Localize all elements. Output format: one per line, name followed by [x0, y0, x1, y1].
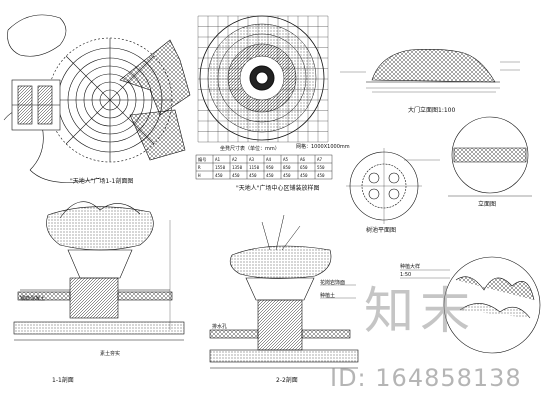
table-header-cell: A1 — [215, 157, 221, 162]
table-cell: 450 — [232, 173, 240, 178]
table-header-cell: 编号 — [198, 156, 206, 163]
table-cell: 450 — [283, 173, 291, 178]
table-header-cell: A2 — [232, 157, 238, 162]
plan-title: "天地人"广场1-1剖面图 — [70, 177, 133, 185]
section-b-title: 2-2剖面 — [276, 376, 298, 384]
table-cell: 1150 — [249, 165, 260, 170]
circle-elevation — [448, 116, 532, 197]
table-header-cell: A7 — [317, 157, 323, 162]
table-cell: 850 — [283, 165, 291, 170]
grid-plan-title: "天地人"广场中心区铺装放样图 — [236, 184, 320, 192]
detail-title: 种植大样 — [400, 263, 420, 270]
planting-detail — [400, 256, 541, 354]
watermark-logo: 知末 — [364, 282, 476, 340]
section-1-1 — [13, 201, 185, 341]
circle-elev-title: 立面图 — [478, 200, 496, 208]
dimension-table: 坐凳尺寸表（单位：mm） 编号 A1 A2 A3 A4 A5 A6 A7R 1550 1350 11… — [195, 145, 333, 180]
table-title: 坐凳尺寸表（单位：mm） — [220, 145, 280, 152]
table-cell: 450 — [215, 173, 223, 178]
table-cell: 450 — [317, 173, 325, 178]
elevation-title: 大门立面图1:100 — [408, 106, 455, 114]
section-2-2 — [209, 214, 359, 369]
table-header-cell: A5 — [283, 157, 289, 162]
note-granite: 花岗岩饰面 — [320, 279, 345, 286]
table-cell: 950 — [266, 165, 274, 170]
table-cell: 450 — [266, 173, 274, 178]
grid-note: 网格：1000X1000mm — [296, 143, 350, 150]
watermark-id: ID: 164858138 — [330, 364, 522, 392]
note-drain: 排水孔 — [212, 323, 227, 330]
circle-plan-title: 树池平面图 — [366, 226, 396, 234]
table-cell: 450 — [300, 173, 308, 178]
grid-paving-plan — [197, 15, 329, 143]
table-cell: 550 — [317, 165, 325, 170]
note-soil: 素土夯实 — [100, 350, 120, 357]
plaza-plan-view — [3, 14, 191, 183]
gate-elevation — [340, 49, 520, 93]
note-planting-soil: 种植土 — [320, 292, 335, 299]
table-cell: 1350 — [232, 165, 243, 170]
note-concrete: 钢筋混凝土 — [20, 295, 45, 302]
table-header-cell: A6 — [300, 157, 306, 162]
tree-pit-plan — [346, 148, 440, 224]
table-header-cell: A3 — [249, 157, 255, 162]
table-cell: 450 — [249, 173, 257, 178]
table-header-cell: A4 — [266, 157, 272, 162]
table-cell: 650 — [300, 165, 308, 170]
table-cell: 1550 — [215, 165, 226, 170]
section-a-title: 1-1剖面 — [52, 376, 74, 384]
note-scale: 1:50 — [400, 272, 411, 278]
table-cell: R — [198, 165, 201, 170]
table-cell: H — [198, 173, 201, 178]
